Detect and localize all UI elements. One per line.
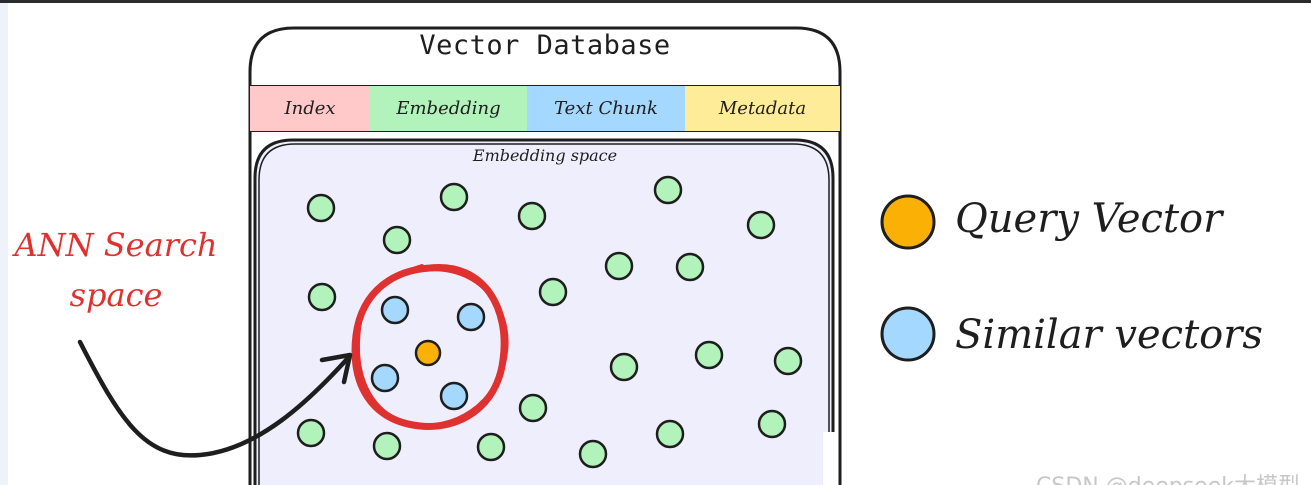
vector-database-title: Vector Database	[419, 30, 671, 61]
generic-vector-point	[306, 193, 336, 223]
generic-vector-point	[296, 418, 326, 448]
generic-vector-point	[382, 225, 412, 255]
generic-vectors	[296, 175, 803, 469]
similar-vector-point	[380, 295, 410, 325]
similar-vector-point	[456, 302, 486, 332]
generic-vector-point	[655, 419, 685, 449]
generic-vector-point	[517, 201, 547, 231]
legend-similar-label: Similar vectors	[955, 312, 1263, 358]
legend-query-marker	[880, 194, 936, 250]
field-embedding: Embedding	[370, 86, 527, 131]
ann-label-line-1: ANN Search	[14, 226, 218, 264]
field-text-chunk: Text Chunk	[527, 86, 685, 131]
generic-vector-point	[675, 252, 705, 282]
watermark: CSDN @deepseek大模型	[1036, 468, 1300, 485]
query-vector-point	[414, 339, 442, 367]
generic-vector-point	[439, 182, 469, 212]
top-border-line	[0, 0, 1311, 3]
field-index: Index	[250, 86, 370, 131]
embedding-space-panel	[253, 138, 835, 485]
embedding-space-panel-inner-stroke	[258, 143, 830, 485]
field-metadata: Metadata	[685, 86, 840, 131]
similar-vector-point	[439, 381, 469, 411]
generic-vector-point	[578, 439, 608, 469]
generic-vector-point	[604, 251, 634, 281]
left-edge-strip	[0, 0, 8, 485]
generic-vector-point	[757, 409, 787, 439]
generic-vector-point	[609, 352, 639, 382]
generic-vector-point	[372, 431, 402, 461]
generic-vector-point	[746, 210, 776, 240]
generic-vector-point	[518, 393, 548, 423]
legend-query-label: Query Vector	[955, 196, 1223, 242]
generic-vector-point	[538, 277, 568, 307]
similar-vectors	[370, 295, 486, 411]
generic-vector-point	[476, 432, 506, 462]
generic-vector-point	[653, 175, 683, 205]
similar-vector-point	[370, 363, 400, 393]
embedding-space-label: Embedding space	[472, 146, 618, 165]
generic-vector-point	[307, 282, 337, 312]
image-artifact-patch	[823, 432, 837, 485]
ann-search-space-label: ANN Search space	[0, 220, 236, 320]
legend-similar-marker	[880, 306, 936, 362]
generic-vector-point	[694, 340, 724, 370]
annotation-arrow	[77, 339, 353, 458]
ann-label-line-2: space	[69, 276, 163, 314]
generic-vector-point	[773, 346, 803, 376]
ann-search-circle	[351, 264, 509, 430]
